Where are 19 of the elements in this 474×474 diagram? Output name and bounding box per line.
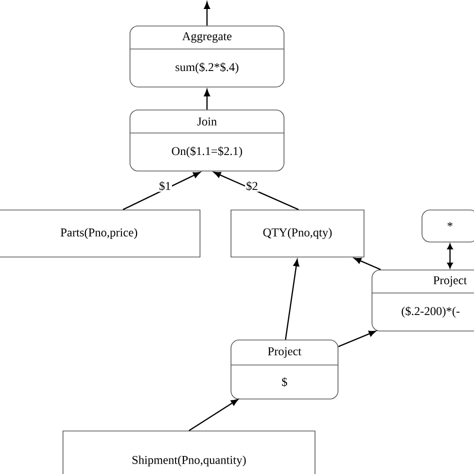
relation-box: QTY(Pno,qty) (230, 210, 364, 258)
arrow (204, 89, 210, 110)
operator-box: Aggregate sum($.2*$.4) (130, 26, 284, 88)
operator-box: Project ($.2-200)*(- (372, 270, 474, 332)
edge-label: $1 (158, 180, 172, 192)
operator-box: Join On($1.1=$2.1) (130, 110, 284, 172)
arrow (122, 172, 200, 210)
edge-label: $2 (245, 180, 259, 192)
arrow (188, 399, 238, 432)
arrow (338, 330, 376, 348)
arrow (354, 258, 381, 270)
operator-box: Project $ (230, 340, 338, 400)
arrow (284, 259, 300, 340)
relation-box: Parts(Pno,price) (0, 210, 200, 258)
rounded-box: * (422, 210, 474, 242)
arrow (214, 172, 299, 210)
arrow (204, 2, 210, 26)
arrow (447, 244, 453, 268)
relation-box: Shipment(Pno,quantity) (62, 430, 316, 474)
